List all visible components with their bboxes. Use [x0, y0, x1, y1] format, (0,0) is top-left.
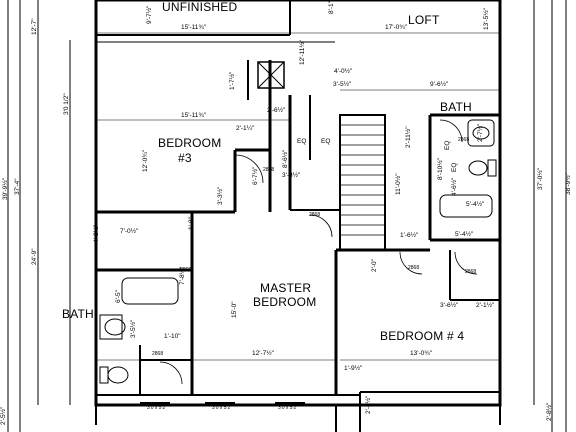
dim-label-eq: EQ — [297, 138, 307, 145]
dim-label-vertical: 4'-8½" — [93, 224, 100, 243]
dim-label-eq: EQ — [321, 138, 331, 145]
dim-label-vertical: 11'-0½" — [395, 173, 402, 196]
dim-label: 3'-6½" — [440, 302, 459, 309]
dim-label: 17'-0¾" — [385, 24, 407, 31]
dim-label-vertical: 39'-9½" — [2, 178, 9, 200]
dim-label-vertical: 7'-8½" — [179, 266, 186, 285]
dim-label: 13'-0¾" — [410, 350, 432, 357]
dim-label-vertical: 2'-8½" — [365, 395, 372, 414]
dim-label-vertical: 3'-5½" — [130, 319, 137, 338]
dim-label-vertical: 15'-0" — [231, 301, 238, 318]
door-tag: 2868 — [152, 351, 164, 357]
dim-label: 15'-11¾" — [181, 24, 207, 31]
room-label-bath-upper: BATH — [440, 100, 472, 114]
dim-label-vertical: 37'-0½" — [537, 168, 544, 190]
room-label-bedroom-3: BEDROOM — [158, 136, 222, 150]
dim-label-vertical: 9'-7½" — [146, 5, 153, 24]
dim-label-vertical: 6'-7½" — [252, 166, 259, 185]
room-label-master-bedroom: BEDROOM — [253, 295, 317, 309]
door-tag: 2868 — [180, 267, 192, 273]
room-label-bath-left: BATH — [62, 307, 94, 321]
dim-label: 2'-1½" — [476, 302, 495, 309]
door-tag: 2868 — [309, 212, 321, 218]
dim-label-vertical: 37'-4" — [14, 178, 21, 195]
dim-label: 3'-5½" — [333, 81, 352, 88]
dim-label: 4'-0½" — [334, 68, 353, 75]
dim-label-vertical: 2'-7½" — [477, 123, 484, 142]
dim-label-vertical: 1'-8" — [188, 217, 195, 230]
dim-label: 1'-10" — [164, 333, 181, 340]
dim-label: 3'-8½" — [282, 172, 301, 179]
dim-label-vertical: 2'-0" — [371, 259, 378, 272]
dim-label-vertical: 24'-9" — [31, 248, 38, 265]
dim-label-vertical: 38'-9½" — [565, 173, 572, 195]
dim-label: 7'-0½" — [120, 228, 139, 235]
dim-label-vertical: 2'-11½" — [405, 126, 412, 149]
dim-label-eq: EQ — [444, 140, 451, 150]
dim-label-vertical: 6'-5" — [115, 290, 122, 303]
dim-label-vertical: 3'0 1/2" — [63, 93, 70, 115]
dim-label: 1'-6½" — [400, 232, 419, 239]
room-label-bedroom-3-number: #3 — [178, 151, 192, 165]
window-label: 3'0 x 5'2" — [278, 405, 299, 411]
window-label: 3'0 x 5'2" — [212, 405, 233, 411]
window-label: 3'0 x 5'2" — [147, 405, 168, 411]
dim-label-vertical: 1'-7½" — [229, 71, 236, 90]
room-label-bedroom-4: BEDROOM # 4 — [380, 329, 465, 343]
dim-label-vertical: 12'-0¾" — [142, 150, 149, 172]
dim-label: 9'-6½" — [430, 81, 449, 88]
dim-label: 2'-1¼" — [236, 125, 255, 132]
exterior-wall — [94, 0, 502, 407]
dim-label-vertical: 13'-5½" — [483, 8, 490, 30]
door-tag: 2868 — [408, 265, 420, 271]
dim-label-vertical: 12'-11½" — [299, 39, 306, 65]
room-label-master: MASTER — [260, 281, 312, 295]
dim-label: 2'-6½" — [267, 107, 286, 114]
dim-label-eq: EQ — [451, 162, 458, 172]
dim-label: 12'-7½" — [252, 350, 274, 357]
dim-label-vertical: 3'-3½" — [217, 186, 224, 205]
room-label-loft: LOFT — [408, 13, 440, 27]
dim-label-vertical: 8'-10½" — [437, 158, 444, 180]
dim-label: 1'-9½" — [344, 365, 363, 372]
dim-label: 5'-4½" — [466, 201, 485, 208]
dim-label-vertical: 2'-8½" — [546, 402, 553, 421]
door-tag: 2868 — [458, 137, 470, 143]
door-tag: 2868 — [263, 167, 275, 173]
dim-label-vertical: 8'-1" — [328, 1, 335, 14]
dim-label-vertical: 4'-6½" — [451, 177, 458, 196]
dim-label: 15'-11¾" — [181, 112, 207, 119]
dim-label-vertical: 12'-7" — [31, 18, 38, 35]
dim-label-vertical: 8'-6½" — [282, 149, 289, 168]
dim-label-vertical: 2'-5½" — [0, 406, 7, 425]
door-tag: 2868 — [465, 269, 477, 275]
room-label-unfinished: UNFINISHED — [162, 0, 238, 14]
dim-label: 5'-4½" — [455, 231, 474, 238]
